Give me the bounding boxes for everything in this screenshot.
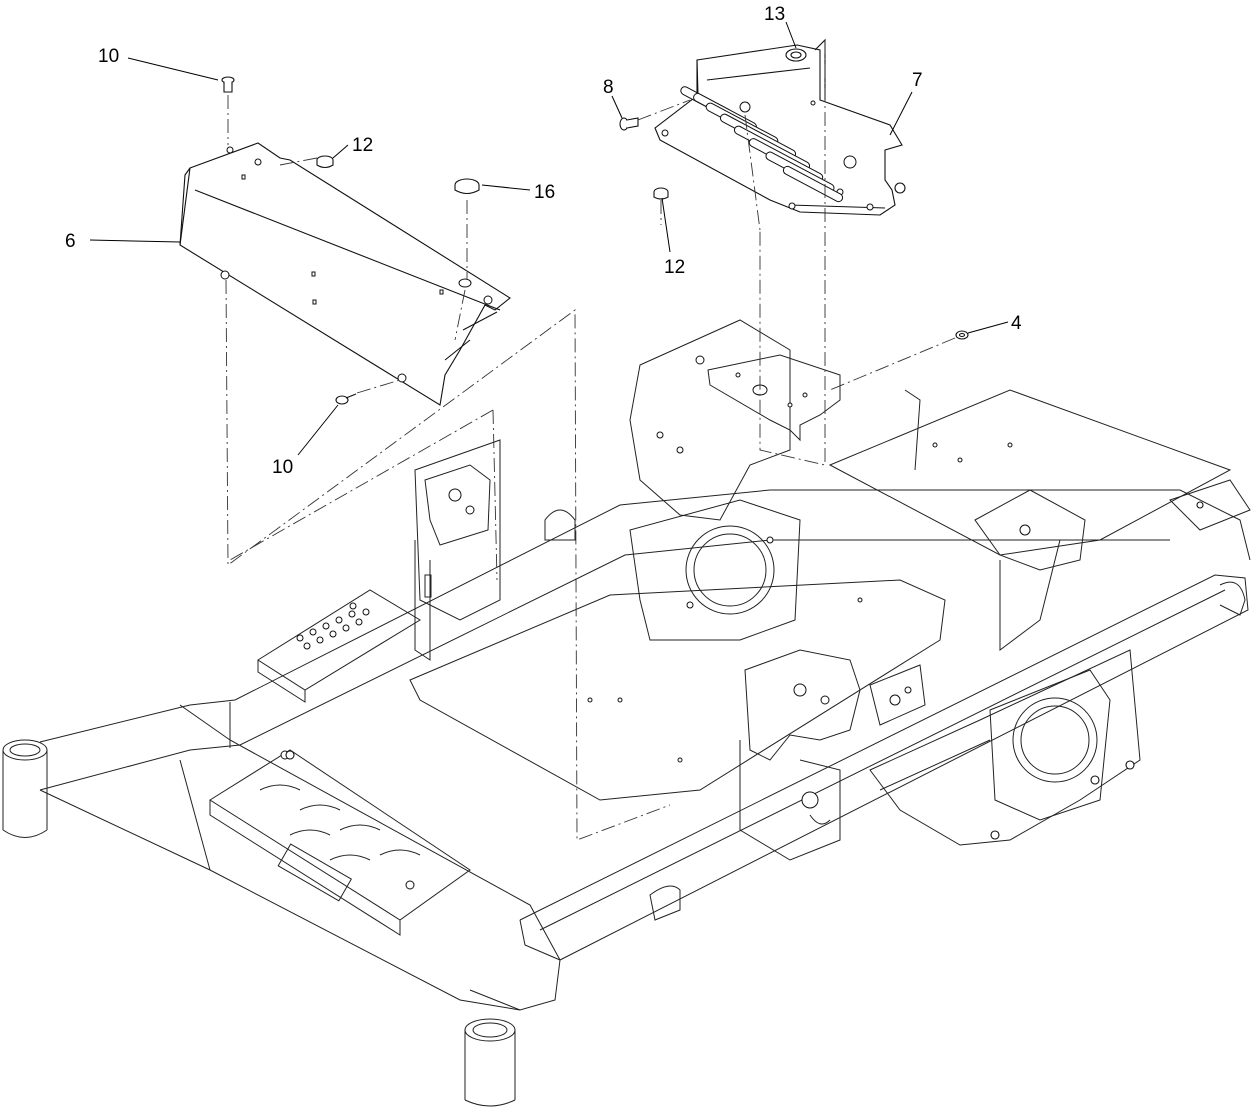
callout-12-right: 12 bbox=[664, 257, 685, 278]
nut-12-right bbox=[653, 187, 669, 200]
screw-10-top bbox=[221, 76, 235, 93]
right-rear-tower bbox=[974, 479, 1251, 651]
callout-4: 4 bbox=[1011, 313, 1022, 334]
callout-12-left: 12 bbox=[352, 135, 373, 156]
bottom-caster-tube bbox=[464, 1018, 516, 1107]
callout-7: 7 bbox=[912, 70, 923, 91]
part-7-step-plate bbox=[654, 38, 906, 216]
left-caster-tube bbox=[2, 739, 48, 838]
callout-10-bottom: 10 bbox=[272, 457, 293, 478]
assembly-phantom-lines bbox=[225, 40, 956, 841]
nut-4 bbox=[955, 330, 969, 340]
callout-16: 16 bbox=[534, 182, 555, 203]
chassis-frame bbox=[2, 319, 1251, 1107]
callout-8: 8 bbox=[603, 77, 614, 98]
frame-bolts bbox=[285, 442, 1204, 840]
callout-labels: 10 12 16 6 10 13 8 7 12 4 bbox=[65, 4, 1022, 478]
rear-left-plate bbox=[629, 319, 791, 521]
hardware bbox=[221, 48, 969, 405]
callout-10-top: 10 bbox=[98, 46, 119, 67]
center-gusset bbox=[629, 499, 801, 641]
right-gusset bbox=[989, 669, 1111, 821]
plug-16 bbox=[454, 178, 480, 195]
callout-leaders bbox=[89, 21, 1009, 456]
grommet-13 bbox=[785, 48, 807, 62]
front-foot-plate bbox=[209, 749, 471, 936]
mount-bracket bbox=[707, 354, 841, 442]
left-control-tower bbox=[414, 439, 576, 661]
part-6-left-cover bbox=[179, 142, 511, 406]
bolt-8 bbox=[619, 117, 639, 131]
callout-13: 13 bbox=[764, 4, 785, 25]
perforated-step-plate bbox=[257, 589, 421, 703]
rear-latch-assembly bbox=[739, 649, 926, 861]
callout-6: 6 bbox=[65, 231, 76, 252]
screw-10-bottom bbox=[335, 393, 357, 405]
nut-12-left bbox=[316, 155, 334, 169]
